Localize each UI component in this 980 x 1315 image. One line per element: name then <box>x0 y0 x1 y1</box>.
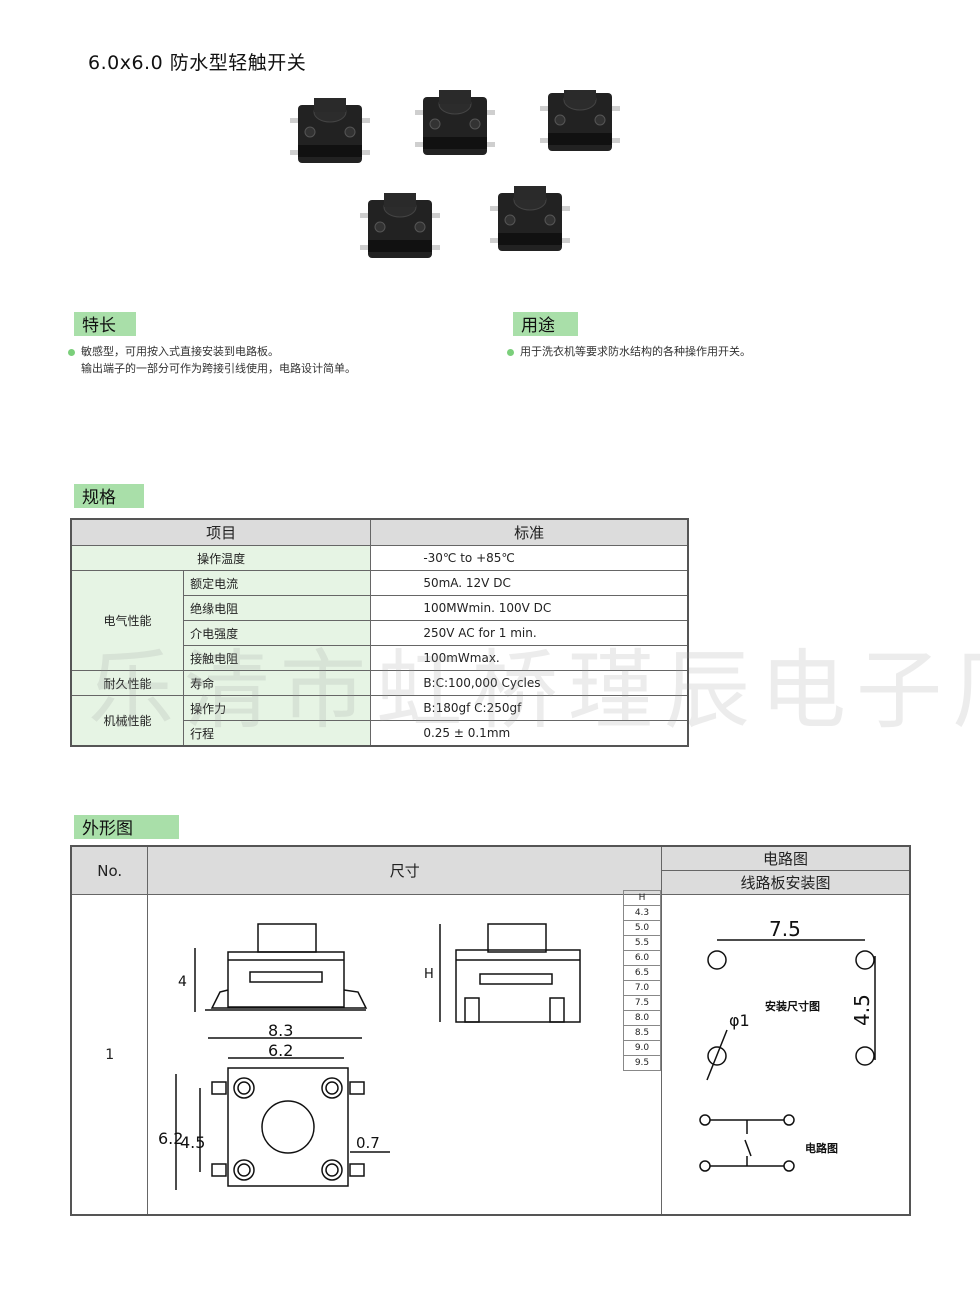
dim-0-7: 0.7 <box>356 1134 380 1152</box>
feature-line: 敏感型，可用按入式直接安装到电路板。 <box>81 345 279 358</box>
circuit-label: 电路图 <box>805 1141 838 1155</box>
spec-label: 介电强度 <box>183 620 372 646</box>
outline-header-size: 尺寸 <box>147 845 663 895</box>
dim-6-2: 6.2 <box>268 1041 293 1060</box>
h-cell: 8.5 <box>623 1025 661 1041</box>
dim-h: H <box>424 967 434 982</box>
spec-group: 耐久性能 <box>70 670 185 696</box>
h-cell: 4.3 <box>623 905 661 921</box>
outline-size-cell <box>147 894 663 1216</box>
features-list: 敏感型，可用按入式直接安装到电路板。 输出端子的一部分可作为跨接引线使用，电路设… <box>68 343 356 377</box>
pcb-drawing: 7.5 4.5 φ1 安装尺寸图 电路图 <box>699 917 876 1172</box>
spec-label: 绝缘电阻 <box>183 595 372 621</box>
dim-6-2-v: 6.2 <box>158 1129 183 1148</box>
spec-label: 操作力 <box>183 695 372 721</box>
spec-header-item: 项目 <box>70 518 372 546</box>
outline-heading: 外形图 <box>74 815 179 839</box>
h-cell: 8.0 <box>623 1010 661 1026</box>
dim-4-5-v: 4.5 <box>180 1133 205 1152</box>
h-table: H 4.3 5.0 5.5 6.0 6.5 7.0 7.5 8.0 8.5 9.… <box>623 890 661 1071</box>
spec-group: 电气性能 <box>70 570 185 671</box>
outline-table: No. 尺寸 电路图 线路板安装图 1 <box>70 845 911 1216</box>
specs-heading: 规格 <box>74 484 144 508</box>
spec-value: 250V AC for 1 min. <box>370 620 689 646</box>
bullet-icon <box>68 348 75 356</box>
pcb-dim-7-5: 7.5 <box>769 917 801 941</box>
usage-line: 用于洗衣机等要求防水结构的各种操作用开关。 <box>520 345 751 358</box>
feature-line: 输出端子的一部分可作为跨接引线使用，电路设计简单。 <box>81 362 356 375</box>
product-photo <box>290 90 621 259</box>
h-cell: 5.0 <box>623 920 661 936</box>
spec-value: -30℃ to +85℃ <box>370 545 689 571</box>
pcb-dim-phi: φ1 <box>729 1011 750 1030</box>
outline-header-no: No. <box>70 845 149 895</box>
spec-value: B:C:100,000 Cycles <box>370 670 689 696</box>
dimension-drawing: 4 8.3 6.2 H 6.2 4.5 0.7 <box>158 923 581 1190</box>
h-cell: 6.0 <box>623 950 661 966</box>
outline-row-no: 1 <box>70 894 149 1216</box>
usage-heading: 用途 <box>513 312 578 336</box>
outline-header-circuit: 电路图 <box>661 845 911 871</box>
h-cell: 7.0 <box>623 980 661 996</box>
features-heading: 特长 <box>74 312 136 336</box>
spec-value: 50mA. 12V DC <box>370 570 689 596</box>
h-cell: H <box>623 890 661 906</box>
watermark: 乐清市虹桥瑾辰电子厂 <box>88 641 980 741</box>
page-title: 6.0x6.0 防水型轻触开关 <box>88 52 307 74</box>
spec-group: 机械性能 <box>70 695 185 747</box>
dim-8-3: 8.3 <box>268 1021 293 1040</box>
bullet-icon <box>507 348 514 356</box>
spec-header-standard: 标准 <box>370 518 689 546</box>
spec-value: 0.25 ± 0.1mm <box>370 720 689 747</box>
h-cell: 9.0 <box>623 1040 661 1056</box>
h-cell: 5.5 <box>623 935 661 951</box>
spec-label: 寿命 <box>183 670 372 696</box>
pcb-mount-label: 安装尺寸图 <box>765 999 820 1013</box>
spec-value: B:180gf C:250gf <box>370 695 689 721</box>
spec-label: 操作温度 <box>70 545 372 571</box>
pcb-dim-4-5: 4.5 <box>850 994 874 1026</box>
outline-header-pcb: 线路板安装图 <box>661 870 911 895</box>
h-cell: 6.5 <box>623 965 661 981</box>
spec-table: 项目 标准 操作温度 -30℃ to +85℃ 电气性能 额定电流 50mA. … <box>70 518 689 747</box>
spec-label: 行程 <box>183 720 372 747</box>
dim-4: 4 <box>178 974 187 990</box>
spec-value: 100MWmin. 100V DC <box>370 595 689 621</box>
spec-label: 额定电流 <box>183 570 372 596</box>
h-cell: 9.5 <box>623 1055 661 1071</box>
usage-list: 用于洗衣机等要求防水结构的各种操作用开关。 <box>507 343 751 360</box>
h-cell: 7.5 <box>623 995 661 1011</box>
